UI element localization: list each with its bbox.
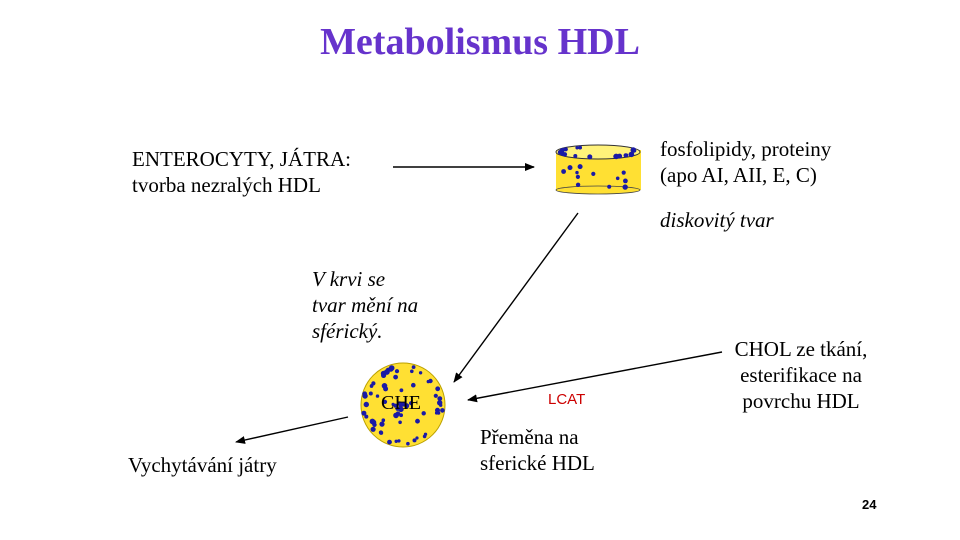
particle-dot: [383, 386, 389, 392]
particle-dot: [361, 410, 367, 416]
particle-dot: [415, 436, 419, 440]
lcat-label: LCAT: [548, 391, 586, 408]
vkrvi-line-1: V krvi se: [312, 267, 386, 291]
particle-dot: [559, 148, 564, 153]
particle-dot: [381, 372, 387, 378]
particle-dot: [368, 391, 373, 396]
particle-dot: [577, 164, 583, 170]
particle-dot: [591, 171, 596, 176]
particle-dot: [398, 420, 402, 425]
particle-dot: [362, 391, 368, 397]
particle-dot: [573, 154, 578, 158]
particle-dot: [370, 426, 376, 432]
particle-dot: [394, 439, 398, 443]
particle-dot: [399, 413, 403, 418]
particle-dot: [381, 418, 386, 423]
particle-dot: [560, 151, 565, 156]
particle-dot: [388, 365, 395, 371]
vkrvi-line-2: tvar mění na: [312, 293, 419, 317]
spherical-hdl-particle: [360, 362, 446, 448]
page-number: 24: [862, 497, 877, 512]
particle-dot: [369, 418, 376, 425]
particle-dot: [561, 169, 566, 174]
diskovity-label: diskovitý tvar: [660, 208, 774, 232]
particle-dot: [411, 382, 416, 388]
particle-dot: [621, 170, 626, 175]
particle-dot: [632, 148, 637, 153]
particle-dot: [587, 154, 593, 160]
premena-line-2: sferické HDL: [480, 451, 595, 475]
vkrvi-line-3: sférický.: [312, 319, 383, 343]
particle-dot: [437, 396, 443, 401]
particle-dot: [406, 441, 410, 446]
particle-dot: [575, 174, 581, 179]
particle-dot: [375, 394, 380, 398]
particle-dot: [399, 388, 404, 393]
chol-line-3: povrchu HDL: [742, 389, 860, 413]
page-title: Metabolismus HDL: [320, 21, 640, 63]
particle-dot: [411, 365, 416, 369]
vychytavani-label: Vychytávání játry: [128, 453, 277, 477]
enterocyty-label: ENTEROCYTY, JÁTRA: tvorba nezralých HDL: [132, 146, 351, 198]
chol-line-2: esterifikace na: [740, 363, 862, 387]
particle-dot: [415, 418, 420, 424]
arrow-disc-to-sphere: [453, 212, 579, 383]
particle-dot: [391, 402, 395, 406]
chol-label: CHOL ze tkání, esterifikace na povrchu H…: [706, 336, 896, 414]
particle-dot: [379, 430, 384, 435]
premena-line-1: Přeměna na: [480, 425, 579, 449]
arrow-chol-to-sphere: [467, 351, 723, 403]
particle-dot: [387, 439, 392, 445]
particle-dot: [435, 386, 441, 392]
particle-dot: [410, 369, 414, 374]
particle-dot: [575, 182, 581, 187]
particle-dot: [418, 371, 423, 375]
fosfolipidy-line-2: (apo AI, AII, E, C): [660, 163, 817, 187]
particle-dot: [622, 184, 628, 190]
vkrvi-label: V krvi se tvar mění na sférický.: [312, 266, 418, 344]
enterocyty-line-1: ENTEROCYTY, JÁTRA:: [132, 147, 351, 171]
particle-dot: [394, 369, 400, 374]
particle-dot: [395, 411, 401, 417]
particle-dot: [398, 406, 404, 413]
particle-dot: [439, 403, 443, 407]
particle-dot: [433, 393, 438, 398]
particle-dot: [363, 401, 369, 408]
che-label: CHE: [381, 392, 421, 414]
premena-label: Přeměna na sferické HDL: [480, 424, 595, 476]
fosfolipidy-line-1: fosfolipidy, proteiny: [660, 137, 832, 161]
particle-dot: [412, 438, 417, 443]
particle-dot: [575, 170, 579, 175]
arrow-sphere-to-liver: [235, 416, 349, 444]
particle-dot: [371, 381, 376, 386]
particle-dot: [422, 434, 427, 439]
particle-dot: [436, 411, 441, 415]
particle-dot: [440, 408, 445, 413]
discoid-hdl-particle: [555, 144, 641, 195]
particle-dot: [607, 184, 612, 189]
particle-dot: [393, 374, 398, 380]
particle-dot: [421, 411, 426, 416]
enterocyty-line-2: tvorba nezralých HDL: [132, 173, 321, 197]
particle-dot: [382, 399, 388, 404]
particle-dot: [617, 153, 623, 159]
particle-dot: [623, 153, 628, 158]
particle-dot: [384, 369, 390, 375]
particle-dot: [567, 165, 573, 171]
particle-dot: [397, 439, 401, 443]
particle-dot: [409, 401, 414, 406]
particle-dot: [364, 414, 369, 419]
chol-line-1: CHOL ze tkání,: [734, 337, 868, 361]
particle-dot: [428, 378, 433, 384]
particle-dot: [379, 421, 385, 427]
particle-dot: [397, 401, 402, 406]
particle-dot: [623, 178, 628, 184]
fosfolipidy-label: fosfolipidy, proteiny (apo AI, AII, E, C…: [660, 136, 831, 188]
particle-dot: [578, 145, 582, 150]
particle-dot: [575, 146, 579, 150]
particle-dot: [628, 151, 634, 158]
particle-dot: [615, 176, 620, 181]
